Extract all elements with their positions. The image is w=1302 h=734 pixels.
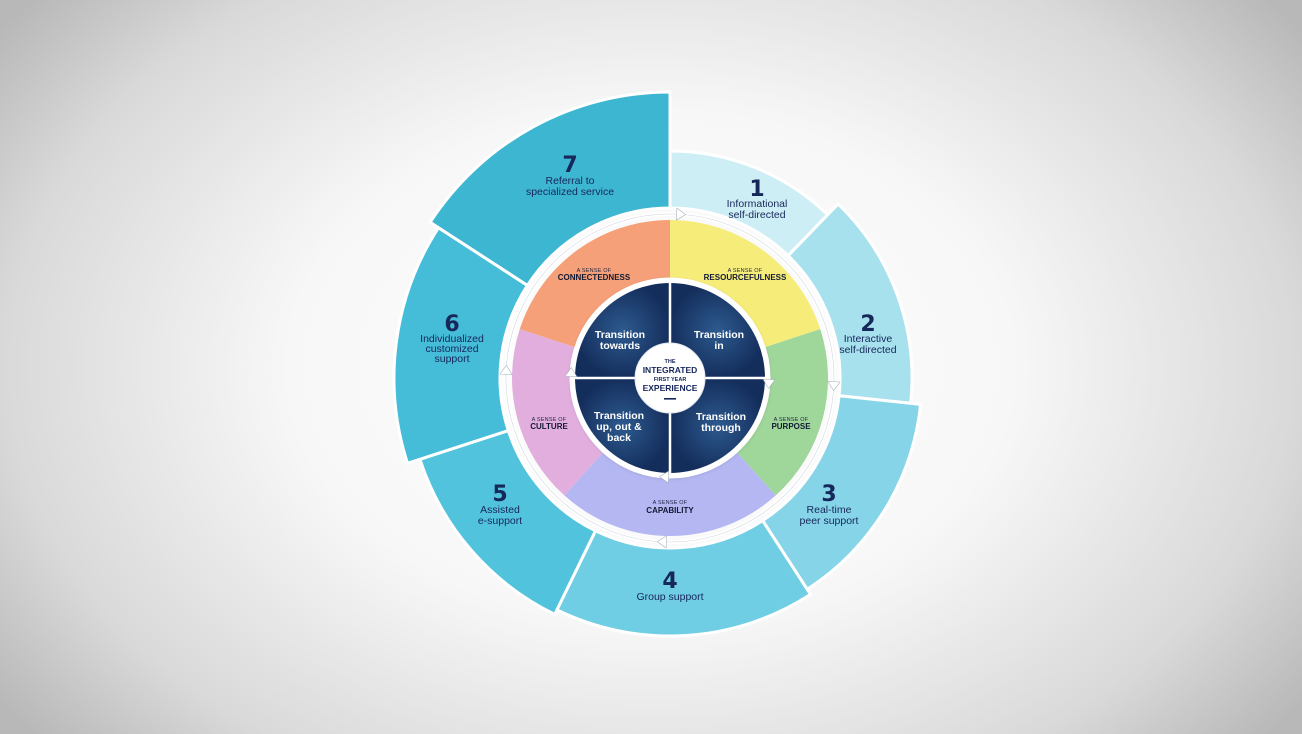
inner-arrow-1-shape xyxy=(762,378,776,389)
transition-text-upout-2: up, out & xyxy=(596,421,642,433)
sense-segment-3 xyxy=(564,449,776,536)
outer-number-5: 5 xyxy=(492,482,507,507)
outer-ring xyxy=(392,90,923,638)
transition-label-up-out-back: Transition up, out & back xyxy=(594,410,644,444)
center-dash xyxy=(664,398,676,400)
flow-arrow-2 xyxy=(827,381,841,392)
sense-label-purpose: A SENSE OF PURPOSE xyxy=(771,417,811,431)
sense-big-3: CAPABILITY xyxy=(646,506,694,515)
outer-number-2: 2 xyxy=(860,312,875,337)
flow-arrow-3-shape xyxy=(656,535,667,549)
sense-small-3: A SENSE OF xyxy=(653,500,688,506)
transition-label-through: Transition through xyxy=(696,411,746,434)
sense-label-resourcefulness: A SENSE OF RESOURCEFULNESS xyxy=(704,268,787,282)
outer-text-1b: self-directed xyxy=(728,209,785,221)
sense-small-4: A SENSE OF xyxy=(532,417,567,423)
outer-text-3b: peer support xyxy=(800,515,859,527)
transition-text-upout-1: Transition xyxy=(594,410,644,422)
transition-text-upout-3: back xyxy=(607,432,631,444)
outer-text-5b: e-support xyxy=(478,515,522,527)
transition-text-in-1: Transition xyxy=(694,329,744,341)
inner-arrow-3-shape xyxy=(564,367,578,378)
outer-text-3a: Real-time xyxy=(807,504,852,516)
inner-arrow-1 xyxy=(762,378,776,389)
transition-text-through-1: Transition xyxy=(696,411,746,423)
sense-small-2: A SENSE OF xyxy=(774,417,809,423)
sense-label-culture: A SENSE OF CULTURE xyxy=(530,417,568,431)
outer-label-6: 6 Individualized customized support xyxy=(420,312,484,365)
arrow-ring xyxy=(499,207,841,549)
sense-ring xyxy=(512,220,828,536)
inner-arrow-2-shape xyxy=(659,470,670,484)
outer-text-1a: Informational xyxy=(727,198,788,210)
transition-label-towards: Transition towards xyxy=(595,329,645,352)
sense-segment-4 xyxy=(512,329,606,496)
outer-number-3: 3 xyxy=(821,482,836,507)
flow-arrow-2-shape xyxy=(827,381,841,392)
flow-arrow-1 xyxy=(675,207,687,221)
outer-segment-7 xyxy=(428,90,672,288)
transition-label-in: Transition in xyxy=(694,329,744,352)
flow-arrow-4-shape xyxy=(499,364,513,375)
outer-text-6c: support xyxy=(434,353,469,365)
outer-text-7b: specialized service xyxy=(526,186,614,198)
outer-segment-4 xyxy=(554,518,813,638)
inner-arrow-3 xyxy=(564,367,578,378)
flow-arrow-1-shape xyxy=(675,207,687,221)
sense-small-5: A SENSE OF xyxy=(577,268,612,274)
outer-label-2: 2 Interactive self-directed xyxy=(839,312,896,356)
sense-big-4: CULTURE xyxy=(530,422,568,431)
outer-text-6a: Individualized xyxy=(420,333,484,345)
transition-text-in-2: in xyxy=(714,340,723,352)
outer-text-7a: Referral to xyxy=(545,175,594,187)
inner-arrow-2 xyxy=(659,470,670,484)
center-line-1: THE xyxy=(665,359,676,365)
sense-segment-1 xyxy=(670,220,821,349)
sense-label-capability: A SENSE OF CAPABILITY xyxy=(646,500,694,515)
sense-big-5: CONNECTEDNESS xyxy=(558,273,631,282)
outer-number-7: 7 xyxy=(562,153,577,178)
flow-arrow-3 xyxy=(656,535,667,549)
outer-label-4: 4 Group support xyxy=(636,569,703,603)
outer-label-1: 1 Informational self-directed xyxy=(727,177,788,221)
outer-flow-ring-edge xyxy=(505,213,835,543)
outer-text-2a: Interactive xyxy=(844,333,893,345)
outer-text-5a: Assisted xyxy=(480,504,520,516)
center-line-4: EXPERIENCE xyxy=(643,383,698,393)
sense-label-connectedness: A SENSE OF CONNECTEDNESS xyxy=(558,268,631,282)
transition-text-through-2: through xyxy=(701,422,741,434)
sense-big-1: RESOURCEFULNESS xyxy=(704,273,787,282)
center-line-3: FIRST YEAR xyxy=(654,377,687,383)
flow-arrow-4 xyxy=(499,364,513,375)
center-badge: THE INTEGRATED FIRST YEAR EXPERIENCE xyxy=(634,342,706,414)
sense-segment-2 xyxy=(734,329,828,496)
inner-flow-ring xyxy=(569,277,771,479)
outer-text-2b: self-directed xyxy=(839,344,896,356)
center-line-2: INTEGRATED xyxy=(643,365,698,375)
sense-big-2: PURPOSE xyxy=(771,422,811,431)
outer-number-1: 1 xyxy=(749,177,764,202)
sense-segment-5 xyxy=(519,220,670,349)
outer-label-3: 3 Real-time peer support xyxy=(800,482,859,527)
transition-text-towards-1: Transition xyxy=(595,329,645,341)
center-circle xyxy=(634,342,706,414)
transition-text-towards-2: towards xyxy=(600,340,640,352)
outer-number-6: 6 xyxy=(444,312,459,337)
sense-small-1: A SENSE OF xyxy=(728,268,763,274)
outer-number-4: 4 xyxy=(662,569,677,594)
outer-label-5: 5 Assisted e-support xyxy=(478,482,522,527)
outer-text-4a: Group support xyxy=(636,591,703,603)
outer-label-7: 7 Referral to specialized service xyxy=(526,153,614,198)
outer-text-6b: customized xyxy=(425,343,478,355)
